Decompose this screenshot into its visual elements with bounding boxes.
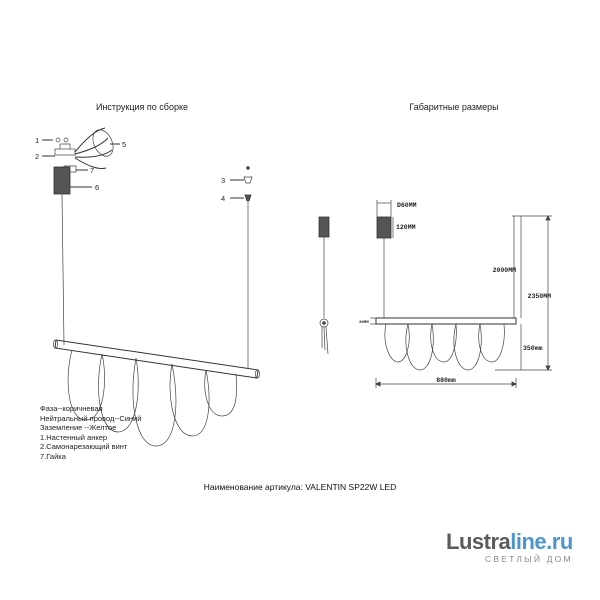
front-shade-3 [430, 323, 457, 363]
bar-end-right [254, 369, 261, 379]
brand-watermark: Lustraline.ru СВЕТЛЫЙ ДОМ [446, 531, 573, 565]
label-cable-length: 2000MM [493, 267, 517, 274]
front-shade-2 [405, 323, 434, 371]
wire-1 [74, 127, 106, 153]
wire-4 [74, 157, 107, 169]
legend-item: 2.Самонарезающий винт [40, 442, 128, 451]
brand-name-part2: line.ru [510, 529, 573, 554]
brand-name-part1: Lustra [446, 529, 511, 554]
wire-3 [74, 149, 113, 158]
legend-item: Фаза--коричневая [40, 404, 103, 413]
front-shade-4 [453, 323, 482, 371]
legend-item: 1.Настенный анкер [40, 432, 108, 442]
side-canopy [318, 216, 330, 238]
front-shade-1 [384, 323, 410, 363]
callout-2: 2 [35, 152, 39, 161]
dimension-lines [370, 200, 552, 388]
side-view [318, 216, 330, 355]
legend-item: Заземление --Желтое [40, 423, 117, 432]
brand-logo: Lustraline.ru [446, 531, 573, 553]
wiring-legend: Фаза--коричневая Нейтральный провод--Син… [40, 404, 141, 461]
screw-part [63, 137, 69, 143]
cable-grip-part [243, 176, 253, 184]
glass-shade-2 [98, 353, 139, 433]
arrow-width-left [375, 381, 381, 387]
front-shade-5 [478, 323, 505, 363]
front-canopy [376, 216, 392, 239]
legend-item: Нейтральный провод--Синий [40, 413, 142, 423]
arrow-width-right [511, 381, 517, 387]
side-shades [321, 326, 329, 355]
side-bar-core [322, 321, 326, 325]
label-bar-height: 30MM [359, 321, 369, 325]
article-caption: Наименование артикула: VALENTIN SP22W LE… [203, 482, 397, 492]
cable-stopper-part [244, 194, 252, 202]
glass-shade-5 [204, 369, 237, 417]
suspension-cable-left [61, 193, 65, 346]
label-canopy-width: D60MM [397, 202, 417, 209]
callout-1: 1 [35, 136, 39, 145]
hook-dot [246, 166, 250, 170]
glass-shade-3 [132, 357, 177, 447]
lamp-bar-assembly [52, 339, 261, 447]
bar-end-left [52, 339, 59, 349]
glass-shade-1 [67, 349, 105, 421]
callout-5: 5 [122, 140, 126, 149]
callout-6: 6 [95, 183, 99, 192]
front-bar [375, 317, 517, 325]
canopy-cylinder [53, 166, 71, 195]
label-canopy-height: 120MM [396, 224, 416, 231]
arrow-total-top [545, 215, 551, 221]
label-total-height: 2350MM [528, 293, 552, 300]
front-view [375, 215, 517, 371]
mounting-plate [54, 148, 76, 156]
callout-4: 4 [221, 194, 225, 203]
dimensions-title: Габаритные размеры [409, 102, 498, 112]
legend-item: 7.Гайка [40, 451, 66, 461]
callout-3: 3 [221, 176, 225, 185]
brand-tagline: СВЕТЛЫЙ ДОМ [485, 554, 573, 564]
assembly-title: Инструкция по сборке [96, 102, 188, 112]
plate-bracket [59, 143, 71, 149]
label-shade-height: 350mm [523, 345, 543, 352]
glass-shade-4 [169, 363, 210, 437]
callout-7: 7 [90, 166, 94, 175]
ceiling-mount-parts [42, 127, 253, 202]
anchor-part [55, 137, 61, 143]
terminal-block [92, 129, 114, 157]
wire-2 [74, 137, 109, 155]
label-bar-width: 880mm [436, 377, 456, 384]
arrow-total-bottom [545, 365, 551, 371]
lamp-bar [54, 339, 259, 379]
